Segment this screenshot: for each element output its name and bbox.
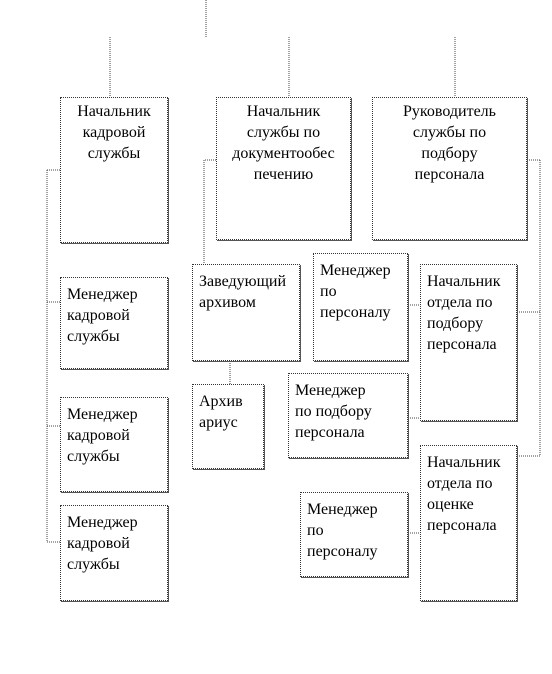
personnel-manager-box-2: Менеджер по персоналу [300, 492, 408, 577]
archivist-label: Архив ариус [199, 393, 243, 431]
hr-manager-box-2: Менеджер кадровой службы [60, 397, 168, 492]
recruit-manager-label: Менеджер по подбору персонала [295, 382, 372, 441]
hr-manager-label-1: Менеджер кадровой службы [67, 286, 138, 345]
archive-head-box: Заведующий архивом [192, 264, 300, 361]
recruit-dept-head-box: Начальник отдела по подбору персонала [420, 264, 517, 421]
hr-manager-label-2: Менеджер кадровой службы [67, 406, 138, 465]
hr-manager-label-3: Менеджер кадровой службы [67, 514, 138, 573]
personnel-manager-box-1: Менеджер по персоналу [313, 253, 408, 361]
head-docs-box: Начальник службы по документообес печени… [216, 97, 351, 240]
assessment-dept-head-label: Начальник отдела по оценке персонала [427, 454, 501, 534]
hr-manager-box-1: Менеджер кадровой службы [60, 277, 168, 369]
archive-head-label: Заведующий архивом [199, 273, 287, 311]
recruit-manager-box: Менеджер по подбору персонала [288, 373, 408, 458]
head-hr-label: Начальник кадровой службы [77, 103, 151, 162]
hr-manager-box-3: Менеджер кадровой службы [60, 505, 168, 601]
head-hr-box: Начальник кадровой службы [60, 97, 168, 243]
head-recruit-label: Руководитель службы по подбору персонала [403, 103, 496, 183]
assessment-dept-head-box: Начальник отдела по оценке персонала [420, 445, 517, 601]
archivist-box: Архив ариус [192, 384, 264, 469]
head-docs-label: Начальник службы по документообес печени… [232, 103, 335, 183]
head-recruit-box: Руководитель службы по подбору персонала [372, 97, 527, 240]
personnel-manager-label-2: Менеджер по персоналу [307, 501, 378, 560]
recruit-dept-head-label: Начальник отдела по подбору персонала [427, 273, 501, 353]
personnel-manager-label-1: Менеджер по персоналу [320, 262, 391, 321]
